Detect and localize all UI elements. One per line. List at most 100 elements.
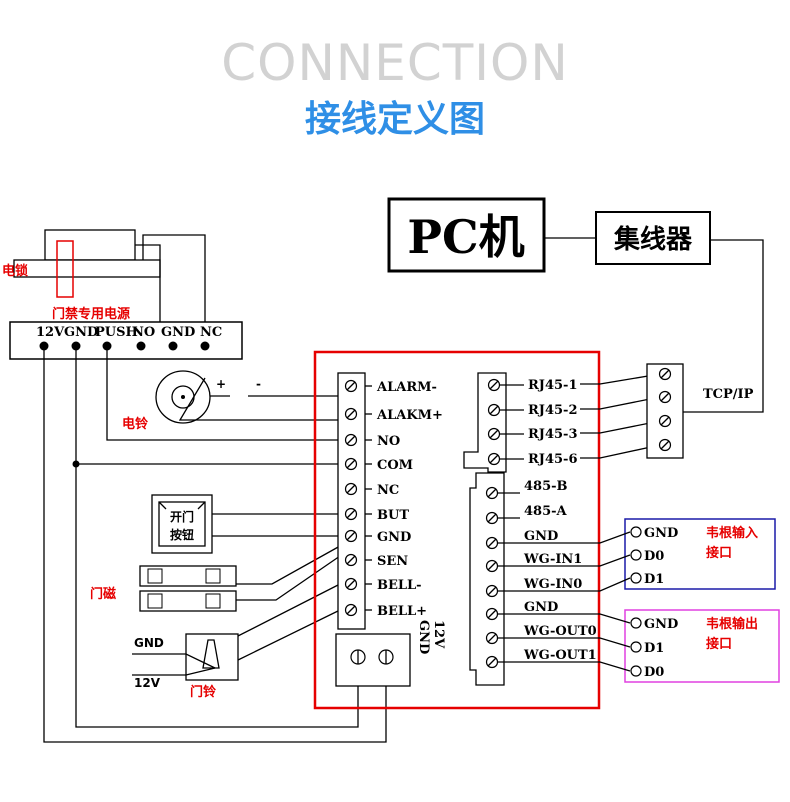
left-terminal-screw	[344, 529, 358, 543]
right-terminal-screw	[485, 559, 499, 573]
siren	[155, 370, 211, 424]
rj45-connector-screw	[658, 390, 672, 404]
left-terminal-screw	[344, 457, 358, 471]
controller-board	[313, 350, 601, 710]
left-terminal-screw	[344, 482, 358, 496]
left-terminal-screw	[344, 407, 358, 421]
right-terminal-label: 485-A	[524, 504, 568, 519]
siren-label: 电铃	[122, 416, 148, 432]
left-terminal-label: GND	[377, 530, 411, 545]
exit-button-line1: 开门	[170, 509, 194, 524]
left-terminal-screw	[344, 553, 358, 567]
wiegand-output-label2: 接口	[706, 636, 732, 652]
left-terminal-label: BELL+	[377, 604, 427, 619]
rj45-terminal-screw	[487, 427, 501, 441]
rj45-wire	[580, 396, 661, 410]
right-terminal-screw	[485, 584, 499, 598]
wiegand-input-wire	[520, 554, 631, 567]
power-terminal-dot	[136, 341, 146, 351]
wiegand-input-pin-label: D1	[644, 572, 664, 587]
left-terminal-screw	[344, 379, 358, 393]
right-terminal-block	[469, 472, 505, 686]
left-terminal-screw	[344, 577, 358, 591]
wiegand-input-label1: 韦根输入	[706, 525, 758, 541]
rj45-terminal-label: RJ45-1	[528, 378, 578, 393]
power-terminal-label-12v: 12V	[36, 325, 65, 340]
wiegand-output-label1: 韦根输出	[706, 616, 758, 632]
pc-label: PC机	[407, 210, 524, 264]
right-terminal-label: GND	[524, 529, 558, 544]
wiegand-output-pin-label: GND	[644, 617, 678, 632]
power-terminal-label-gnd: GND	[161, 325, 195, 340]
wiegand-output-pin-label: D0	[644, 665, 664, 680]
rj45-terminal-screw	[487, 403, 501, 417]
doorbell-12v: 12V	[134, 676, 161, 690]
doorbell-label: 门铃	[190, 684, 216, 700]
left-terminal-label: NC	[377, 483, 399, 498]
power-terminal-label-no: NO	[132, 325, 155, 340]
wiegand-input-pin	[630, 572, 642, 584]
rj45-wire	[580, 373, 661, 385]
exit-button-line2: 按钮	[170, 527, 194, 542]
rj45-wire	[580, 420, 661, 434]
door-sensor	[139, 565, 237, 612]
wiegand-output-pin	[630, 665, 642, 677]
rj45-connector-screw	[658, 367, 672, 381]
rj45-terminal-label: RJ45-3	[528, 427, 578, 442]
wiegand-input-box	[624, 518, 776, 590]
power-terminal-label-push: PUSH	[95, 325, 138, 340]
left-terminal-label: COM	[377, 458, 413, 473]
power-terminal-label-nc: NC	[200, 325, 222, 340]
pc-box: PC机	[387, 197, 546, 273]
right-terminal-screw	[485, 631, 499, 645]
wiegand-input-pin	[630, 549, 642, 561]
right-terminal-label: GND	[524, 600, 558, 615]
wiegand-output-wire	[520, 613, 631, 624]
right-terminal-label: WG-IN0	[523, 577, 582, 592]
right-terminal-label: WG-IN1	[523, 552, 582, 567]
right-terminal-screw	[485, 607, 499, 621]
left-terminal-label: NO	[377, 434, 400, 449]
lock-label: 电锁	[2, 263, 28, 279]
left-terminal-label: BUT	[377, 508, 409, 523]
doorbell-gnd: GND	[134, 636, 164, 650]
left-terminal-screw	[344, 507, 358, 521]
wiegand-output-pin-label: D1	[644, 641, 664, 656]
rj45-wire	[580, 444, 661, 459]
left-terminal-label: ALAKM+	[376, 408, 443, 423]
power-terminal-dot	[200, 341, 210, 351]
rj45-connector-screw	[658, 438, 672, 452]
hub-box: 集线器	[595, 211, 711, 265]
hub-label: 集线器	[613, 224, 693, 255]
wiegand-input-pin-label: D0	[644, 549, 664, 564]
power-supply-label: 门禁专用电源	[52, 306, 130, 322]
wiegand-input-pin-label: GND	[644, 526, 678, 541]
rj45-terminal-screw	[487, 452, 501, 466]
siren-minus: -	[256, 377, 261, 391]
right-terminal-screw	[485, 486, 499, 500]
left-terminal-label: SEN	[377, 554, 408, 569]
rj45-block	[463, 372, 507, 473]
wiegand-input-wire	[520, 577, 631, 592]
wiegand-output-pin	[630, 617, 642, 629]
door-sensor-label: 门磁	[90, 586, 116, 602]
siren-plus: +	[216, 377, 226, 391]
wiegand-output-wire	[520, 637, 631, 648]
wiegand-output-pin	[630, 641, 642, 653]
power-terminal-block	[335, 633, 411, 687]
page-subtitle: 接线定义图	[305, 99, 485, 140]
wiegand-input-pin	[630, 526, 642, 538]
power-terminal-label-gnd: GND	[64, 325, 98, 340]
rj45-terminal-label: RJ45-2	[528, 403, 578, 418]
rj45-connector-screw	[658, 414, 672, 428]
left-terminal-label: ALARM-	[376, 380, 437, 395]
left-terminal-screw	[344, 603, 358, 617]
left-terminal-screw	[344, 433, 358, 447]
left-terminal-label: BELL-	[377, 578, 422, 593]
right-terminal-screw	[485, 655, 499, 669]
electric-lock	[13, 229, 161, 298]
wiegand-output-wire	[520, 661, 631, 672]
wiegand-input-wire	[520, 531, 631, 544]
power-terminal-dot	[168, 341, 178, 351]
rj45-terminal-label: RJ45-6	[528, 452, 578, 467]
